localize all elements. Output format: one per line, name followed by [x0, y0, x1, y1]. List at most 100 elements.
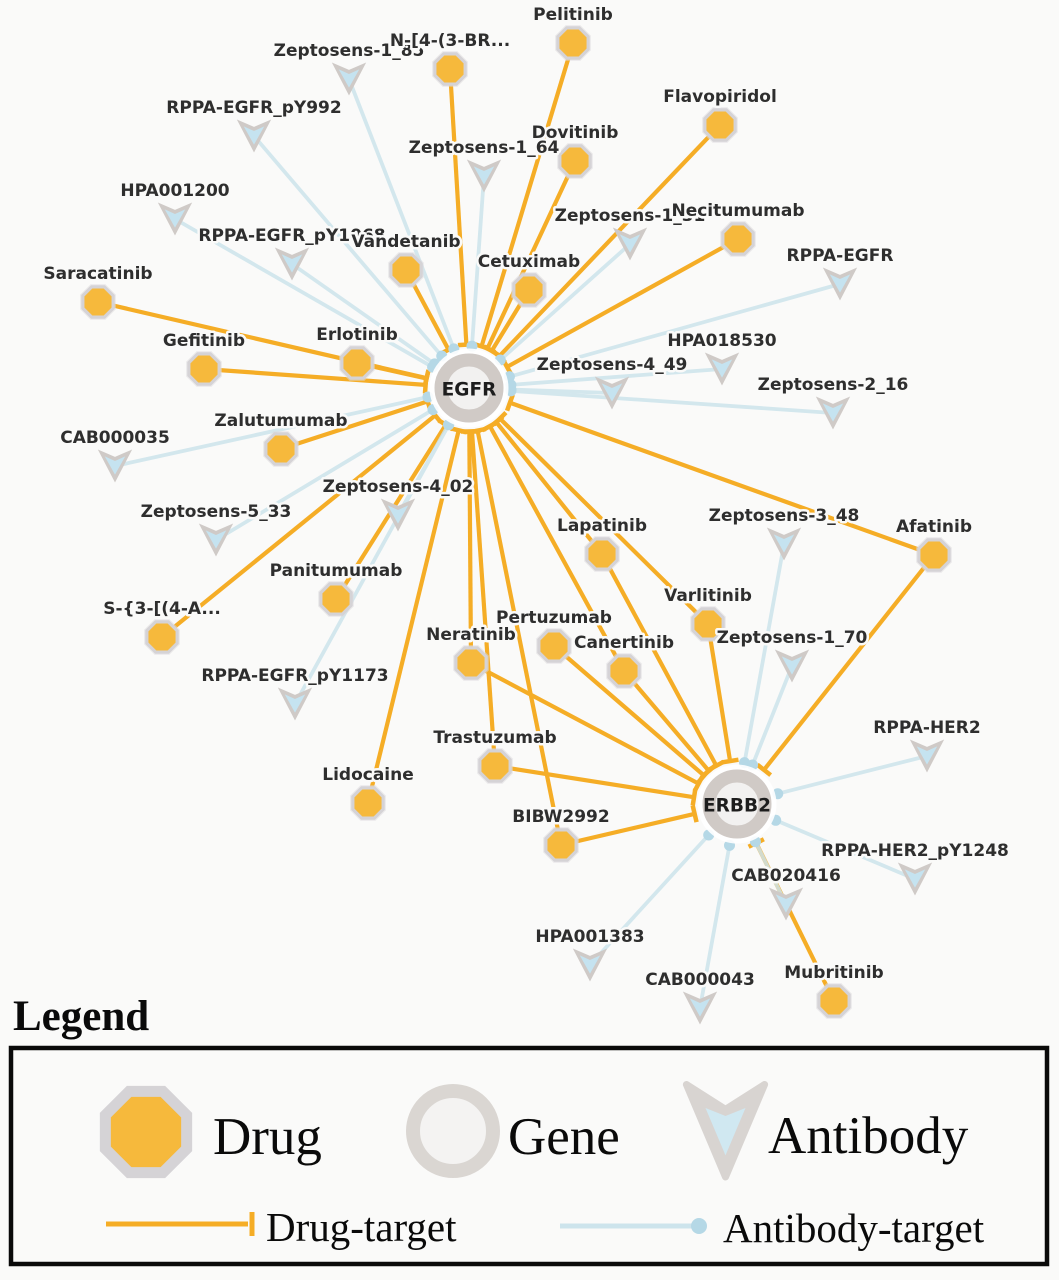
node-antibody-zeptosens-4_49[interactable]	[594, 376, 630, 410]
node-drug-varlitinib[interactable]	[690, 606, 726, 642]
node-antibody-zeptosens-1_85[interactable]	[331, 62, 367, 96]
node-drug-panitumumab[interactable]	[318, 581, 354, 617]
node-drug-lapatinib[interactable]	[584, 536, 620, 572]
legend-item-antibody: Antibody	[682, 1081, 969, 1181]
node-drug-n-4-3-br[interactable]	[432, 51, 468, 87]
edge-rppa-egfr-EGFR	[508, 282, 841, 379]
node-antibody-zeptosens-1_64[interactable]	[466, 159, 502, 193]
edge-hpa018530-EGFR	[510, 367, 723, 387]
antibody-v-icon	[164, 209, 186, 228]
gene-label-ERBB2: ERBB2	[703, 796, 771, 817]
node-antibody-zeptosens-5_33[interactable]	[198, 523, 234, 557]
node-drug-dovitinib[interactable]	[557, 143, 593, 179]
node-label-bibw2992: BIBW2992	[512, 807, 609, 827]
node-antibody-rppa-egfr[interactable]	[822, 267, 858, 301]
node-antibody-zeptosens-1_31[interactable]	[612, 227, 648, 261]
edge-afatinib-ERBB2	[763, 553, 936, 770]
node-drug-mubritinib[interactable]	[816, 983, 852, 1019]
node-antibody-rppa-egfr_py1173[interactable]	[277, 687, 313, 721]
node-drug-erlotinib[interactable]	[339, 345, 375, 381]
edge-gefitinib-EGFR	[203, 366, 424, 387]
node-antibody-hpa001200[interactable]	[157, 202, 193, 236]
node-drug-s-3-4-a[interactable]	[144, 619, 180, 655]
drug-octagon-icon	[537, 629, 571, 663]
drug-octagon-icon	[187, 352, 221, 386]
node-antibody-cab020416[interactable]	[768, 887, 804, 921]
node-antibody-cab000035[interactable]	[97, 449, 133, 483]
edge-rppa-her2-ERBB2	[777, 754, 928, 796]
edge-dovitinib-EGFR	[486, 160, 577, 348]
legend-item-drug-target: Drug-target	[106, 1204, 457, 1250]
node-label-panitumumab: Panitumumab	[270, 561, 403, 581]
tee-arrowhead	[449, 426, 468, 435]
node-drug-saracatinib[interactable]	[80, 284, 116, 320]
node-label-rppa-egfr_py1068: RPPA-EGFR_pY1068	[198, 226, 385, 246]
edge-cab000035-EGFR	[114, 395, 429, 468]
antibody-v-icon	[338, 69, 360, 88]
node-label-cab000035: CAB000035	[60, 428, 170, 448]
gene-circle-icon	[406, 1084, 500, 1178]
node-label-trastuzumab: Trastuzumab	[433, 728, 556, 748]
node-drug-neratinib[interactable]	[453, 645, 489, 681]
edge-flavopiridol-EGFR	[498, 123, 722, 357]
antibody-v-icon	[829, 274, 851, 293]
node-drug-trastuzumab[interactable]	[477, 748, 513, 784]
edge-pertuzumab-ERBB2	[552, 644, 704, 776]
antibody-v-icon	[387, 505, 409, 524]
node-gene-EGFR[interactable]	[429, 348, 509, 428]
node-label-lapatinib: Lapatinib	[557, 516, 647, 536]
node-drug-necitumumab[interactable]	[720, 221, 756, 257]
node-label-vandetanib: Vandetanib	[351, 232, 460, 252]
drug-octagon-icon	[478, 749, 512, 783]
tee-arrowhead	[468, 426, 487, 435]
drug-octagon-icon	[340, 346, 374, 380]
node-antibody-rppa-her2[interactable]	[909, 739, 945, 773]
node-antibody-rppa-her2_py1248[interactable]	[897, 862, 933, 896]
legend-box	[8, 1045, 1050, 1267]
edge-hpa001383-ERBB2	[588, 833, 711, 967]
node-antibody-zeptosens-3_48[interactable]	[766, 527, 802, 561]
antibody-v-icon	[689, 998, 711, 1017]
node-antibody-rppa-egfr_py1068[interactable]	[274, 247, 310, 281]
node-antibody-zeptosens-1_70[interactable]	[774, 649, 810, 683]
antibody-v-icon	[775, 894, 797, 913]
node-drug-cetuximab[interactable]	[511, 272, 547, 308]
node-antibody-rppa-egfr_py992[interactable]	[236, 119, 272, 153]
antibody-v-icon	[601, 383, 623, 402]
node-antibody-hpa018530[interactable]	[704, 352, 740, 386]
antibody-v-icon	[773, 534, 795, 553]
edge-afatinib-EGFR	[511, 401, 935, 557]
antibody-v-icon	[711, 359, 733, 378]
node-drug-canertinib[interactable]	[606, 653, 642, 689]
node-label-rppa-her2: RPPA-HER2	[873, 718, 980, 738]
graph-canvas: EGFRERBB2Zeptosens-1_85RPPA-EGFR_pY992HP…	[41, 3, 1011, 1025]
edge-varlitinib-ERBB2	[705, 623, 732, 760]
node-label-necitumumab: Necitumumab	[671, 201, 804, 221]
legend: Legend Drug Gene Antibody Drug-target An…	[8, 993, 1050, 1267]
node-drug-lidocaine[interactable]	[350, 785, 386, 821]
node-antibody-hpa001383[interactable]	[572, 948, 608, 982]
node-drug-gefitinib[interactable]	[186, 351, 222, 387]
node-drug-pertuzumab[interactable]	[536, 628, 572, 664]
node-label-rppa-egfr_py992: RPPA-EGFR_pY992	[166, 98, 341, 118]
edge-zeptosens-3_48-ERBB2	[742, 543, 786, 764]
node-label-lidocaine: Lidocaine	[322, 765, 414, 785]
node-label-zeptosens-1_64: Zeptosens-1_64	[409, 138, 560, 158]
node-antibody-zeptosens-2_16[interactable]	[815, 396, 851, 430]
antibody-target-dot-icon	[691, 1218, 707, 1234]
node-drug-afatinib[interactable]	[916, 537, 952, 573]
drug-octagon-icon	[319, 582, 353, 616]
edge-varlitinib-EGFR	[499, 418, 710, 626]
node-drug-vandetanib[interactable]	[388, 252, 424, 288]
node-drug-zalutumumab[interactable]	[263, 431, 299, 467]
tee-arrowhead	[721, 757, 739, 765]
node-drug-bibw2992[interactable]	[543, 827, 579, 863]
edge-rppa-her2_py1248-ERBB2	[774, 818, 916, 881]
node-drug-pelitinib[interactable]	[555, 25, 591, 61]
node-gene-ERBB2[interactable]	[697, 764, 777, 844]
node-drug-flavopiridol[interactable]	[702, 107, 738, 143]
node-antibody-cab000043[interactable]	[682, 991, 718, 1025]
node-label-gefitinib: Gefitinib	[163, 331, 245, 351]
node-antibody-zeptosens-4_02[interactable]	[380, 498, 416, 532]
node-label-rppa-egfr: RPPA-EGFR	[787, 246, 894, 266]
